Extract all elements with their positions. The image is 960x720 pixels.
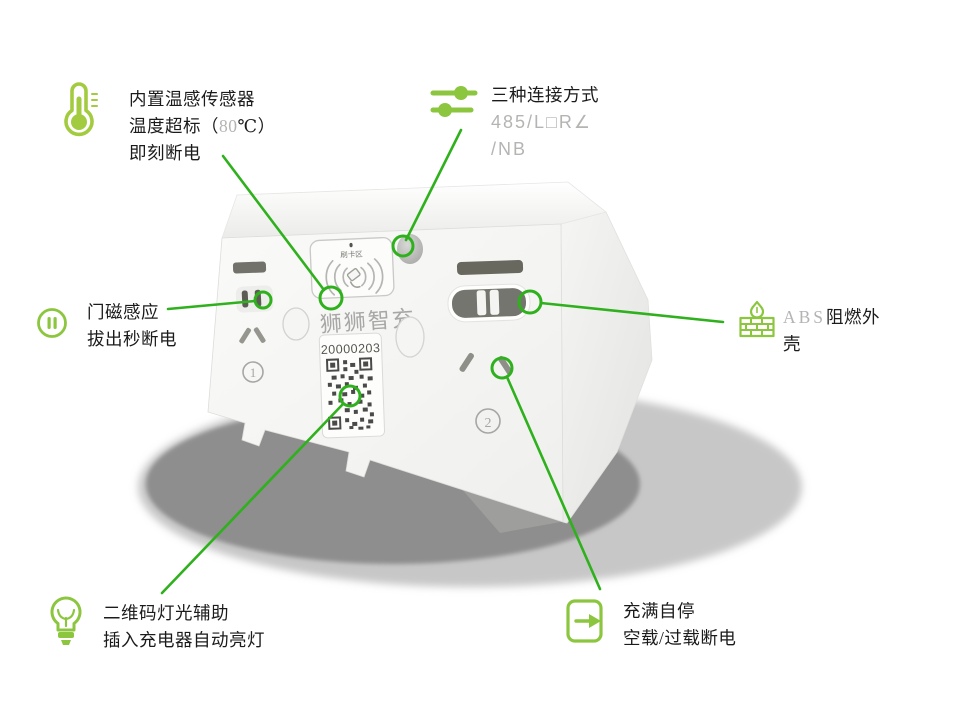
card-reader-zone: 刷卡区 [309,236,395,300]
callout-door-magnet: 门磁感应 拔出秒断电 [87,299,237,353]
socket2-badge: 2 [475,408,501,434]
abs-text: 阻燃外壳 [783,307,881,354]
round-button-center [395,316,425,358]
temp-sensor-line1: 内置温感传感器 [129,89,255,109]
annotation-circles [253,234,543,408]
callout-abs-shell: ABS阻燃外壳 [783,304,883,358]
serial-number: 20000203 [321,341,381,357]
annotation-line-temp-sensor [221,154,326,292]
svg-text:2: 2 [485,416,492,431]
annotation-line-qr-light [160,402,345,595]
device-body: 1 刷卡区 狮 [207,181,653,524]
abs-prefix: ABS [783,307,827,327]
swipe-card-icon [346,268,361,289]
socket1-badge: 1 [242,361,264,383]
sliders-icon [430,86,478,117]
exit-arrow-icon [566,599,603,643]
card-zone-dot [349,242,353,248]
socket2-two-pin [447,283,531,323]
annotation-circle-socket2-3pin [490,356,514,380]
brick-flame-icon [739,300,775,338]
annotation-circle-knob [391,234,415,258]
annotation-lines [160,128,725,595]
socket1-three-pin [239,327,266,344]
connection-modes-line2: /NB [491,139,528,159]
qr-light-line2: 插入充电器自动亮灯 [103,630,265,650]
connection-modes-line1: 485/L□R∠ [491,112,593,132]
annotation-line-connection [404,128,463,242]
bulb-icon [50,596,82,645]
callout-auto-stop: 充满自停 空载/过载断电 [623,598,747,652]
indicator-window-right [456,259,524,276]
temp-threshold-value: 80 [219,116,238,136]
annotation-line-door-magnet [166,299,257,311]
device-right-face [560,211,653,524]
door-magnet-line2: 拔出秒断电 [87,329,177,349]
round-button-left [282,307,310,341]
card-zone-label: 刷卡区 [340,249,363,260]
callout-temp-sensor: 内置温感传感器 温度超标（80℃） 即刻断电 [129,86,361,167]
qr-light-line1: 二维码灯光辅助 [103,603,229,623]
connection-title: 三种连接方式 [491,85,599,105]
annotation-circle-socket1-pin [253,290,273,310]
annotation-circle-socket2-pin [517,289,543,315]
callout-qr-light: 二维码灯光辅助 插入充电器自动亮灯 [103,600,323,654]
pause-circle-icon [37,308,67,338]
temp-sensor-line2: 温度超标（80℃） [129,116,276,136]
annotation-line-abs-shell [539,301,725,324]
door-magnet-line1: 门磁感应 [87,302,159,322]
device-under-shadow [460,487,566,533]
thermometer-icon [64,82,98,137]
svg-text:1: 1 [250,365,257,380]
annotation-circle-card-zone [318,285,344,311]
temp-sensor-line3: 即刻断电 [129,143,201,163]
indicator-window-left [232,261,267,274]
annotation-line-auto-stop [505,375,602,591]
socket2-three-pin [459,352,513,375]
callout-connection: 三种连接方式 485/L□R∠ /NB [491,82,671,163]
auto-stop-line1: 充满自停 [623,601,695,621]
auto-stop-line2: 空载/过载断电 [623,628,737,648]
annotation-circle-qr [338,384,362,408]
